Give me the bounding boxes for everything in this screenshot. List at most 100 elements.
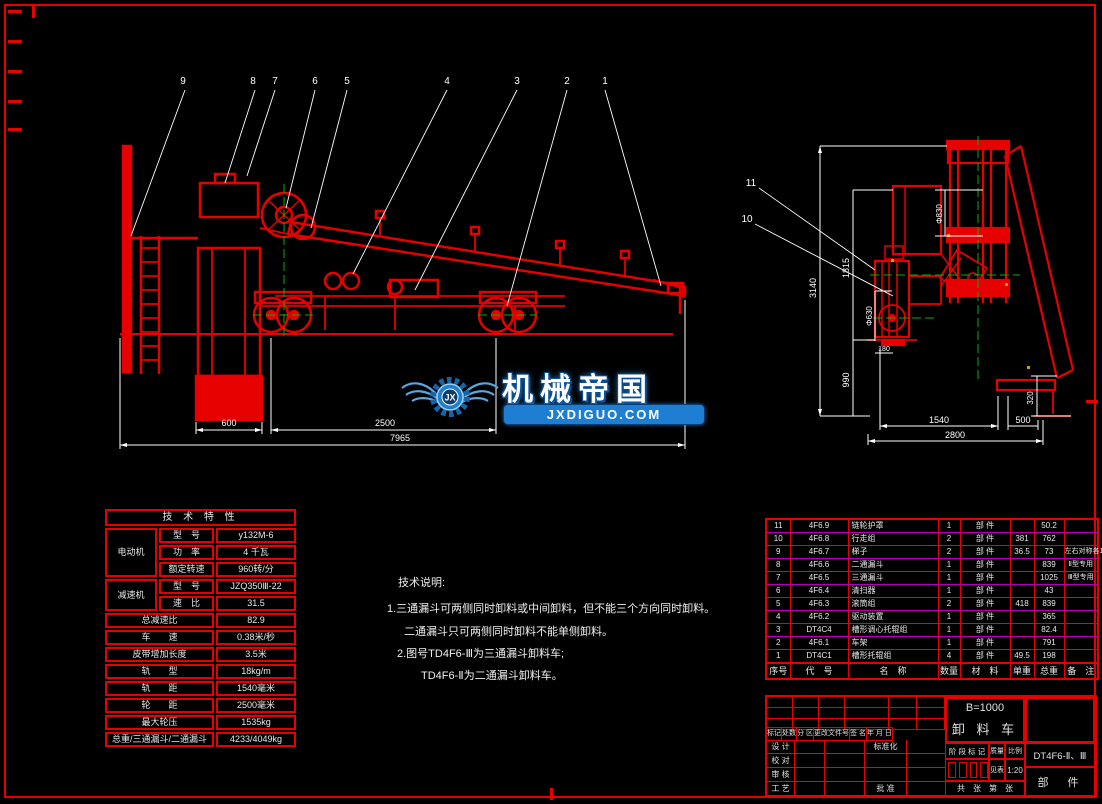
registration-mark: [8, 70, 22, 73]
empty-cell: [793, 719, 819, 730]
bom-note: [1063, 597, 1099, 611]
bom-row: 1 DT4C1 槽形托辊组 4 部 件 49.5 198: [765, 649, 1099, 664]
bom-total-weight: 365: [1033, 610, 1065, 624]
product-name: 卸 料 车: [951, 722, 1019, 737]
registration-mark: [32, 6, 35, 18]
callout-numbers-end: 11 10: [741, 178, 756, 225]
bom-name: 二通漏斗: [847, 558, 939, 572]
dim-drum-dia: Φ830: [935, 204, 944, 224]
empty-cell: [889, 697, 917, 708]
spec-value: 3.5米: [216, 647, 297, 662]
bom-row: 3 DT4C4 槽形调心托辊组 1 部 件 82.4: [765, 623, 1099, 637]
dim-1540: 1540: [929, 415, 949, 425]
bom-code: 4F6.8: [789, 532, 849, 546]
bom-header: 总重: [1033, 662, 1065, 680]
bom-header-row: 序号 代 号 名 称 数量 材 料 单重 总重 备 注: [765, 662, 1099, 680]
bom-row: 9 4F6.7 梯子 2 部 件 36.5 73 左右对称各1件: [765, 545, 1102, 559]
spec-value: 0.38米/秒: [216, 630, 297, 645]
stage-box: [969, 762, 978, 778]
watermark-brand: 机械帝国: [502, 372, 654, 407]
bom-total-weight: 1025: [1033, 571, 1065, 585]
empty-cell: [819, 719, 845, 730]
revision-header: 签 名: [849, 727, 867, 741]
spec-label: 额定转速: [159, 562, 214, 577]
notes-line-3: 2.图号TD4F6-Ⅲ为三通漏斗卸料车;: [397, 648, 565, 660]
bom-material: 部 件: [959, 584, 1011, 598]
bom-row: 4 4F6.2 驱动装置 1 部 件 365: [765, 610, 1099, 624]
bom-no: 10: [765, 532, 791, 546]
dimension-labels-end: 3140 1815 990 Φ630 Φ830 180 320 1540 500…: [808, 204, 1035, 440]
bom-material: 部 件: [959, 571, 1011, 585]
empty-cell: [845, 719, 889, 730]
bom-no: 1: [765, 649, 791, 664]
callout-5: 5: [344, 76, 350, 87]
revision-header: 分 区: [797, 727, 814, 741]
notes-line-1: 1.三通漏斗可两侧同时卸料或中间卸料，但不能三个方向同时卸料。: [387, 603, 716, 615]
revision-header: 更改文件号: [813, 727, 850, 741]
sign-label-check: 校 对: [767, 754, 795, 768]
bom-unit-weight: 381: [1009, 532, 1035, 546]
stage-mark-boxes: [945, 759, 989, 781]
bom-no: 8: [765, 558, 791, 572]
revision-header-row: 标记 处数 分 区 更改文件号 签 名 年 月 日: [767, 727, 945, 741]
bom-total-weight: 43: [1033, 584, 1065, 598]
bom-name: 行走组: [847, 532, 939, 546]
spec-label: 功 率: [159, 545, 214, 560]
bom-total-weight: 762: [1033, 532, 1065, 546]
sign-label-audit: 审 核: [767, 768, 795, 782]
bom-row: 5 4F6.3 滚筒组 2 部 件 418 839: [765, 597, 1099, 611]
bom-header: 数量: [937, 662, 961, 680]
machine-outline: [120, 144, 687, 422]
bom-unit-weight: 36.5: [1009, 545, 1035, 559]
revision-header: 年 月 日: [866, 727, 893, 741]
bom-no: 5: [765, 597, 791, 611]
spec-label: 速 比: [159, 596, 214, 611]
empty-cell: [917, 697, 945, 708]
callout-7: 7: [272, 76, 278, 87]
empty-cell: [825, 768, 865, 782]
bom-no: 11: [765, 518, 791, 533]
stage-box: [958, 762, 967, 778]
empty-cell: [917, 708, 945, 719]
dim-2500: 2500: [375, 418, 395, 428]
empty-cell: [865, 768, 907, 782]
empty-cell: [825, 740, 865, 754]
bom-unit-weight: [1009, 558, 1035, 572]
bom-row: 8 4F6.6 二通漏斗 1 部 件 839 Ⅱ型专用: [765, 558, 1099, 572]
dim-1815: 1815: [841, 258, 851, 278]
spec-row: 车 速 0.38米/秒: [105, 630, 297, 645]
revision-grid: [767, 697, 945, 730]
spec-reducer-label: 减速机: [105, 579, 157, 611]
registration-mark: [1086, 400, 1098, 403]
bom-name: 槽形调心托辊组: [847, 623, 939, 637]
spec-value: 18kg/m: [216, 664, 297, 679]
bom-row: 7 4F6.5 三通漏斗 1 部 件 1025 Ⅲ型专用: [765, 571, 1099, 585]
bom-name: 车架: [847, 636, 939, 650]
empty-cell: [907, 782, 945, 796]
empty-cell: [767, 708, 793, 719]
bom-row: 10 4F6.8 行走组 2 部 件 381 762: [765, 532, 1099, 546]
logo-monogram: JX: [444, 393, 455, 403]
bom-total-weight: 791: [1033, 636, 1065, 650]
stage-mark-label: 阶 段 标 记: [945, 743, 989, 759]
bom-material: 部 件: [959, 623, 1011, 637]
bom-note: [1063, 518, 1099, 533]
spec-label: 车 速: [105, 630, 214, 645]
spec-value: 31.5: [216, 596, 297, 611]
bom-code: 4F6.3: [789, 597, 849, 611]
bom-unit-weight: 418: [1009, 597, 1035, 611]
bom-header: 备 注: [1063, 662, 1099, 680]
spec-value: 960转/分: [216, 562, 297, 577]
bom-name: 链轮护罩: [847, 518, 939, 533]
bom-code: 4F6.6: [789, 558, 849, 572]
bom-qty: 1: [937, 518, 961, 533]
bom-material: 部 件: [959, 649, 1011, 664]
bom-name: 三通漏斗: [847, 571, 939, 585]
callout-10: 10: [741, 214, 753, 225]
stage-box: [980, 762, 988, 778]
registration-mark: [8, 10, 22, 13]
stage-box: [948, 762, 956, 778]
bom-qty: 1: [937, 636, 961, 650]
dim-2800: 2800: [945, 430, 965, 440]
registration-mark: [8, 128, 22, 131]
